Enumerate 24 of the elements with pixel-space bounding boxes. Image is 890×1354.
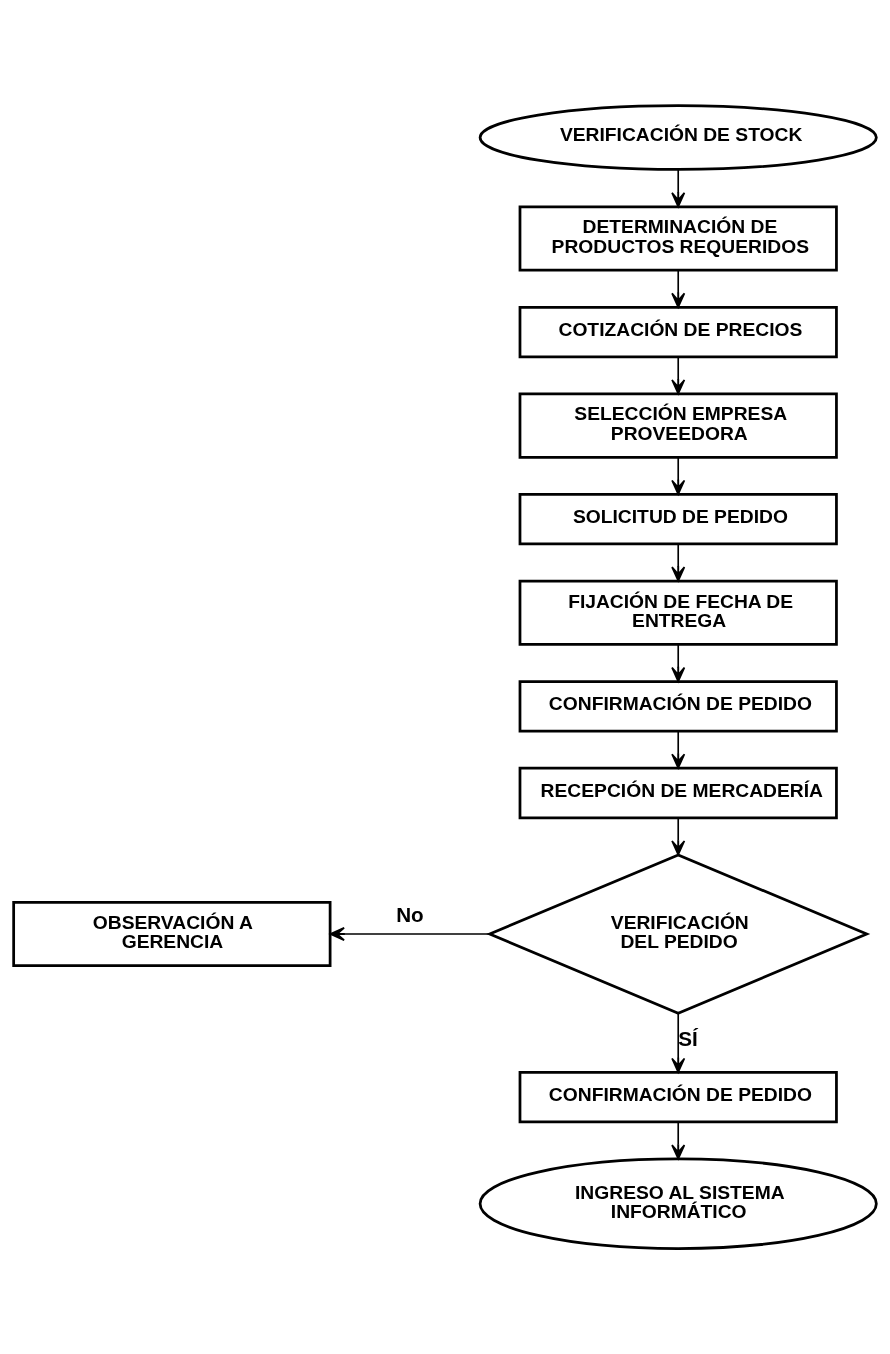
node-box: COTIZACIÓN DE PRECIOS: [518, 305, 838, 359]
arrow: [671, 730, 686, 769]
arrow: [671, 269, 686, 308]
node-ellipse: INGRESO AL SISTEMA INFORMÁTICO: [478, 1157, 878, 1250]
arrow: [671, 356, 686, 395]
arrow: [671, 543, 686, 582]
node-box: SELECCIÓN EMPRESA PROVEEDORA: [518, 392, 838, 459]
node-box: RECEPCIÓN DE MERCADERÍA: [518, 766, 838, 820]
node-box: CONFIRMACIÓN DE PEDIDO: [518, 1070, 838, 1124]
arrow: [671, 817, 686, 856]
node-box: SOLICITUD DE PEDIDO: [518, 493, 838, 546]
edge-label: No: [396, 902, 424, 926]
arrow: [671, 169, 686, 208]
node-box: DETERMINACIÓN DE PRODUCTOS REQUERIDOS: [518, 205, 838, 272]
arrow: [671, 1012, 686, 1074]
arrow: [329, 927, 491, 942]
node-ellipse: VERIFICACIÓN DE STOCK: [478, 104, 878, 171]
arrow: [671, 644, 686, 683]
node-box: OBSERVACIÓN A GERENCIA: [12, 901, 332, 968]
arrow: [671, 1121, 686, 1160]
node-box: CONFIRMACIÓN DE PEDIDO: [518, 680, 838, 733]
arrow: [671, 456, 686, 496]
node-box: FIJACIÓN DE FECHA DE ENTREGA: [518, 579, 838, 646]
edge-label: SÍ: [678, 1027, 698, 1051]
